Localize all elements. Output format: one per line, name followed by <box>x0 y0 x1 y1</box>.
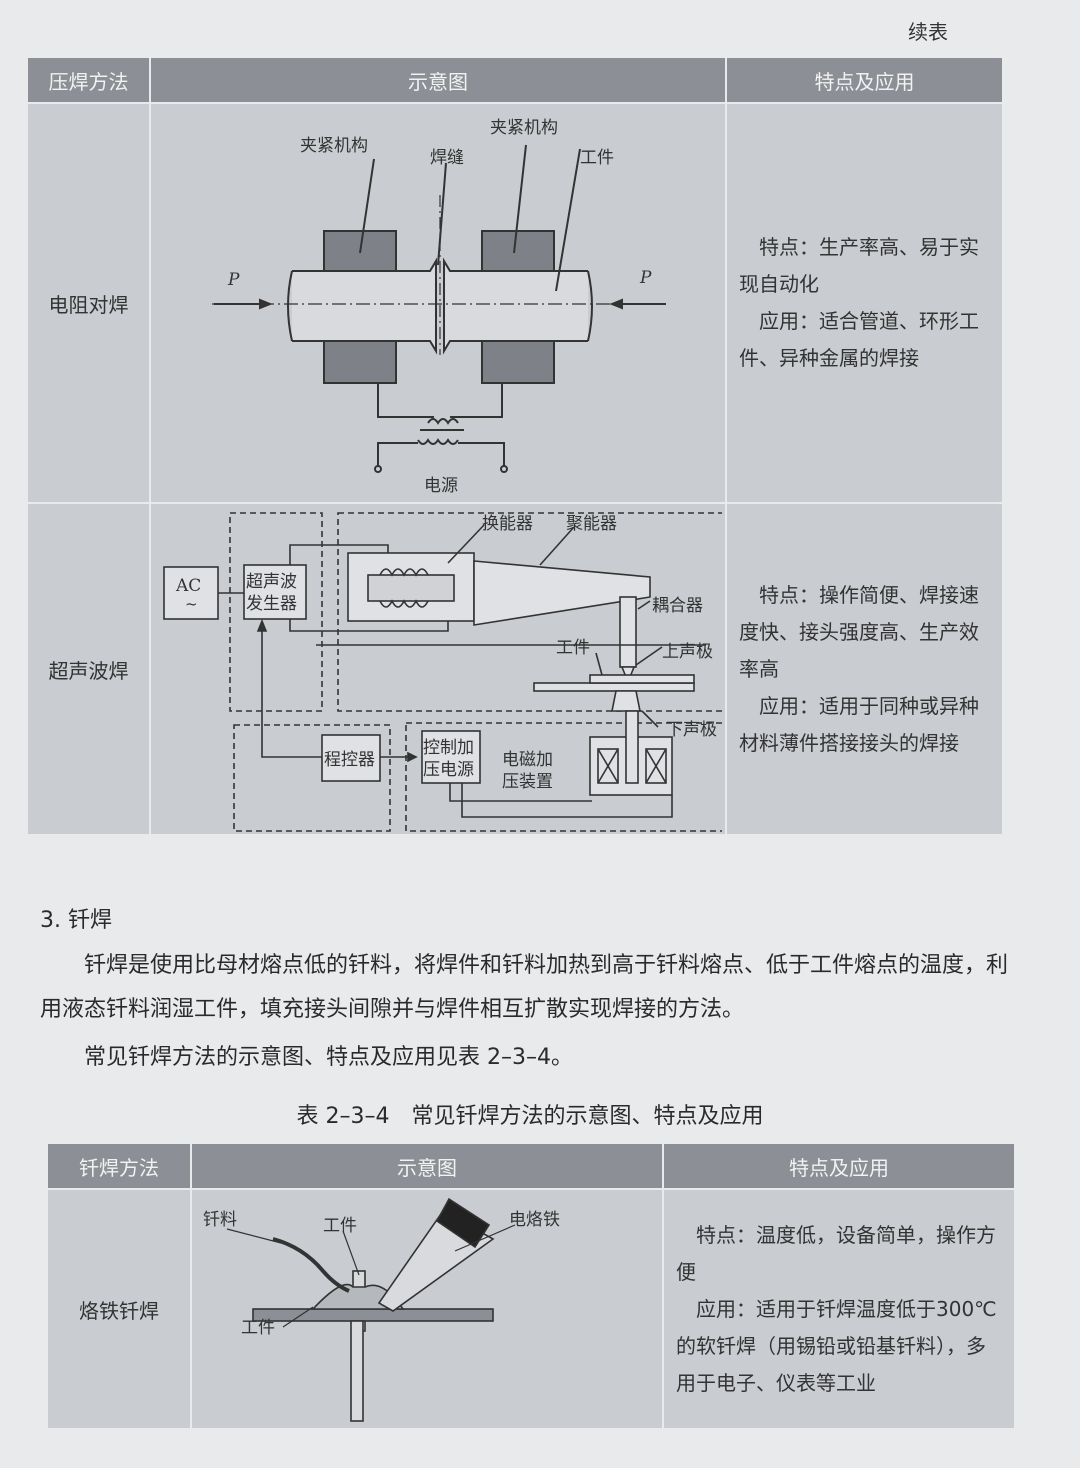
label-generator-2: 发生器 <box>246 594 297 614</box>
label-workpiece: 工件 <box>556 638 590 658</box>
section-title: 3. 钎焊 <box>40 908 112 933</box>
ultrasonic-welding-diagram: AC ~ 超声波 发生器 换能器 聚能器 耦合器 上声极 工件 下声极 程控器 … <box>163 512 722 832</box>
diagram-cell: 钎料 工件 电烙铁 工件 <box>190 1188 664 1430</box>
header-diagram: 示意图 <box>149 56 727 104</box>
label-clamp-left: 夹紧机构 <box>300 136 368 156</box>
features-text: 特点：操作简便、焊接速度快、接头强度高、生产效率高 <box>739 582 979 681</box>
diagram-cell: AC ~ 超声波 发生器 换能器 聚能器 耦合器 上声极 工件 下声极 程控器 … <box>149 502 727 836</box>
label-coupler: 耦合器 <box>652 596 703 616</box>
features-text: 特点：温度低，设备简单，操作方便 <box>676 1222 996 1284</box>
label-workpiece-top: 工件 <box>323 1216 357 1236</box>
table-row: 烙铁钎焊 <box>46 1188 1016 1430</box>
resistance-butt-welding-diagram: 夹紧机构 夹紧机构 焊缝 工件 P P 电源 <box>212 118 666 496</box>
label-generator-1: 超声波 <box>246 572 297 592</box>
pressure-welding-table: 压焊方法 示意图 特点及应用 电阻对焊 <box>26 56 1004 836</box>
label-press-2: 压装置 <box>502 772 553 792</box>
label-concentrator: 聚能器 <box>566 514 617 534</box>
paragraph-definition: 钎焊是使用比母材熔点低的钎料，将焊件和钎料加热到高于钎料熔点、低于工件熔点的温度… <box>40 953 1009 1022</box>
label-programmer: 程控器 <box>324 750 375 770</box>
method-cell: 超声波焊 <box>26 502 151 836</box>
label-ac: AC <box>175 576 201 596</box>
features-text: 特点：生产率高、易于实现自动化 <box>739 235 979 296</box>
applications-text: 应用：适用于钎焊温度低于300℃的软钎焊（用锡铅或铅基钎料），多用于电子、仪表等… <box>676 1296 997 1395</box>
applications-text: 应用：适用于同种或异种材料薄件搭接接头的焊接 <box>739 693 979 755</box>
table-row: 电阻对焊 <box>26 102 1004 504</box>
paragraph-reference: 常见钎焊方法的示意图、特点及应用见表 2–3–4。 <box>84 1045 573 1070</box>
table-header-row: 压焊方法 示意图 特点及应用 <box>26 56 1004 104</box>
label-control-2: 压电源 <box>423 760 474 780</box>
table-caption: 表 2–3–4 常见钎焊方法的示意图、特点及应用 <box>296 1104 764 1129</box>
header-features: 特点及应用 <box>725 56 1004 104</box>
applications-text: 应用：适合管道、环形工件、异种金属的焊接 <box>739 309 979 370</box>
method-cell: 电阻对焊 <box>26 102 151 504</box>
label-workpiece: 工件 <box>580 148 614 168</box>
header-features: 特点及应用 <box>662 1142 1016 1190</box>
page-label: 续表 <box>908 20 948 44</box>
header-method: 压焊方法 <box>26 56 151 104</box>
label-control-1: 控制加 <box>423 738 474 758</box>
features-cell: 特点：温度低，设备简单，操作方便 应用：适用于钎焊温度低于300℃的软钎焊（用锡… <box>662 1188 1016 1430</box>
features-cell: 特点：操作简便、焊接速度快、接头强度高、生产效率高 应用：适用于同种或异种材料薄… <box>725 502 1004 836</box>
label-filler: 钎料 <box>203 1210 237 1230</box>
header-diagram: 示意图 <box>190 1142 664 1190</box>
soldering-iron-diagram: 钎料 工件 电烙铁 工件 <box>203 1197 560 1422</box>
table-row: 超声波焊 <box>26 502 1004 836</box>
method-cell: 烙铁钎焊 <box>46 1188 192 1430</box>
label-transducer: 换能器 <box>482 514 533 534</box>
label-clamp-right: 夹紧机构 <box>490 118 558 138</box>
label-iron: 电烙铁 <box>509 1210 560 1230</box>
diagram-cell: 夹紧机构 夹紧机构 焊缝 工件 P P 电源 <box>149 102 727 504</box>
label-press-1: 电磁加 <box>502 750 553 770</box>
label-ac-symbol: ~ <box>185 595 198 613</box>
label-force-right: P <box>639 268 652 288</box>
label-weld-seam: 焊缝 <box>430 148 464 168</box>
label-lower-electrode: 下声极 <box>666 720 717 740</box>
features-cell: 特点：生产率高、易于实现自动化 应用：适合管道、环形工件、异种金属的焊接 <box>725 102 1004 504</box>
label-workpiece-left: 工件 <box>241 1318 275 1338</box>
header-method: 钎焊方法 <box>46 1142 192 1190</box>
label-force-left: P <box>227 270 240 290</box>
label-upper-electrode: 上声极 <box>662 642 713 662</box>
label-power: 电源 <box>424 476 458 496</box>
table-header-row: 钎焊方法 示意图 特点及应用 <box>46 1142 1016 1190</box>
brazing-table: 钎焊方法 示意图 特点及应用 烙铁钎焊 <box>46 1142 1016 1430</box>
